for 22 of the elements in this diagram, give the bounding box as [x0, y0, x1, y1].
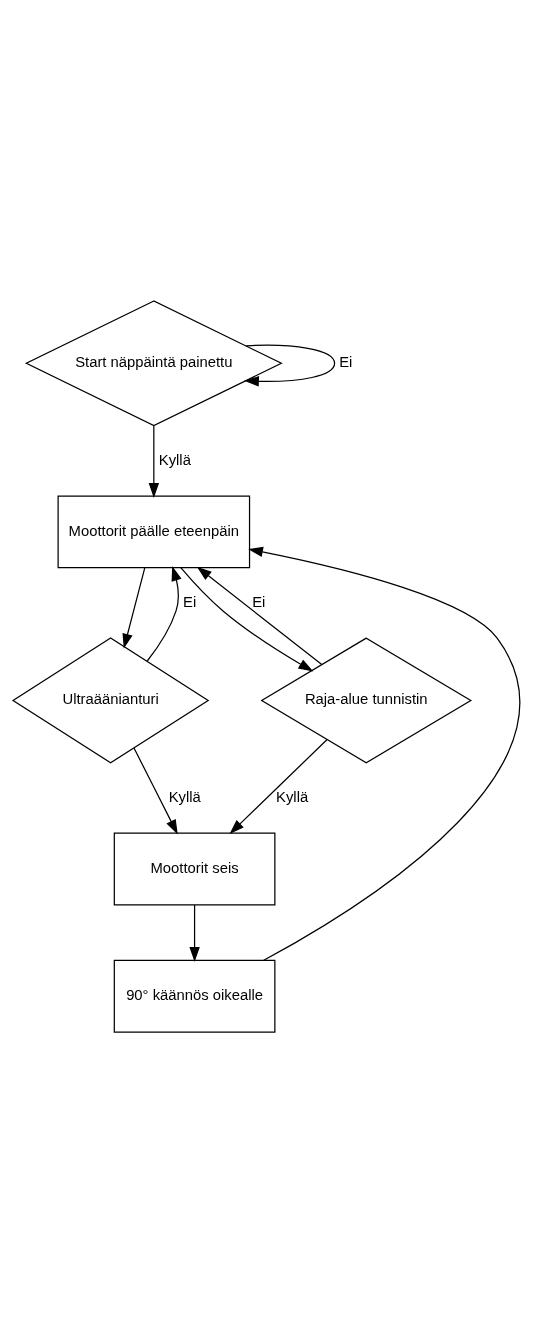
- arrow: [148, 425, 160, 498]
- arrow: [133, 747, 178, 835]
- edge-label: Ei: [252, 593, 266, 610]
- edge-label: Kyllä: [168, 788, 201, 805]
- arrow: [248, 546, 521, 961]
- arrow: [244, 344, 336, 387]
- edge-label: Kyllä: [276, 788, 309, 805]
- edge-label: Kyllä: [158, 451, 191, 468]
- arrow: [189, 904, 200, 962]
- edge-label: Ei: [339, 354, 353, 371]
- arrow: [122, 567, 146, 649]
- node-box: Moottorit seis: [113, 832, 276, 906]
- arrow: [229, 739, 328, 834]
- arrow: [196, 566, 323, 666]
- node-box: Moottorit päälle eteenpäin: [57, 495, 251, 569]
- arrow: [146, 565, 182, 662]
- node-diamond: Raja-alue tunnistin: [260, 637, 473, 764]
- node-diamond: Ultraäänianturi: [11, 637, 210, 764]
- arrow: [180, 567, 314, 672]
- edge-label: Ei: [183, 593, 197, 610]
- node-diamond: Start näppäintä painettu: [24, 300, 283, 427]
- node-box: 90° käännös oikealle: [113, 959, 276, 1033]
